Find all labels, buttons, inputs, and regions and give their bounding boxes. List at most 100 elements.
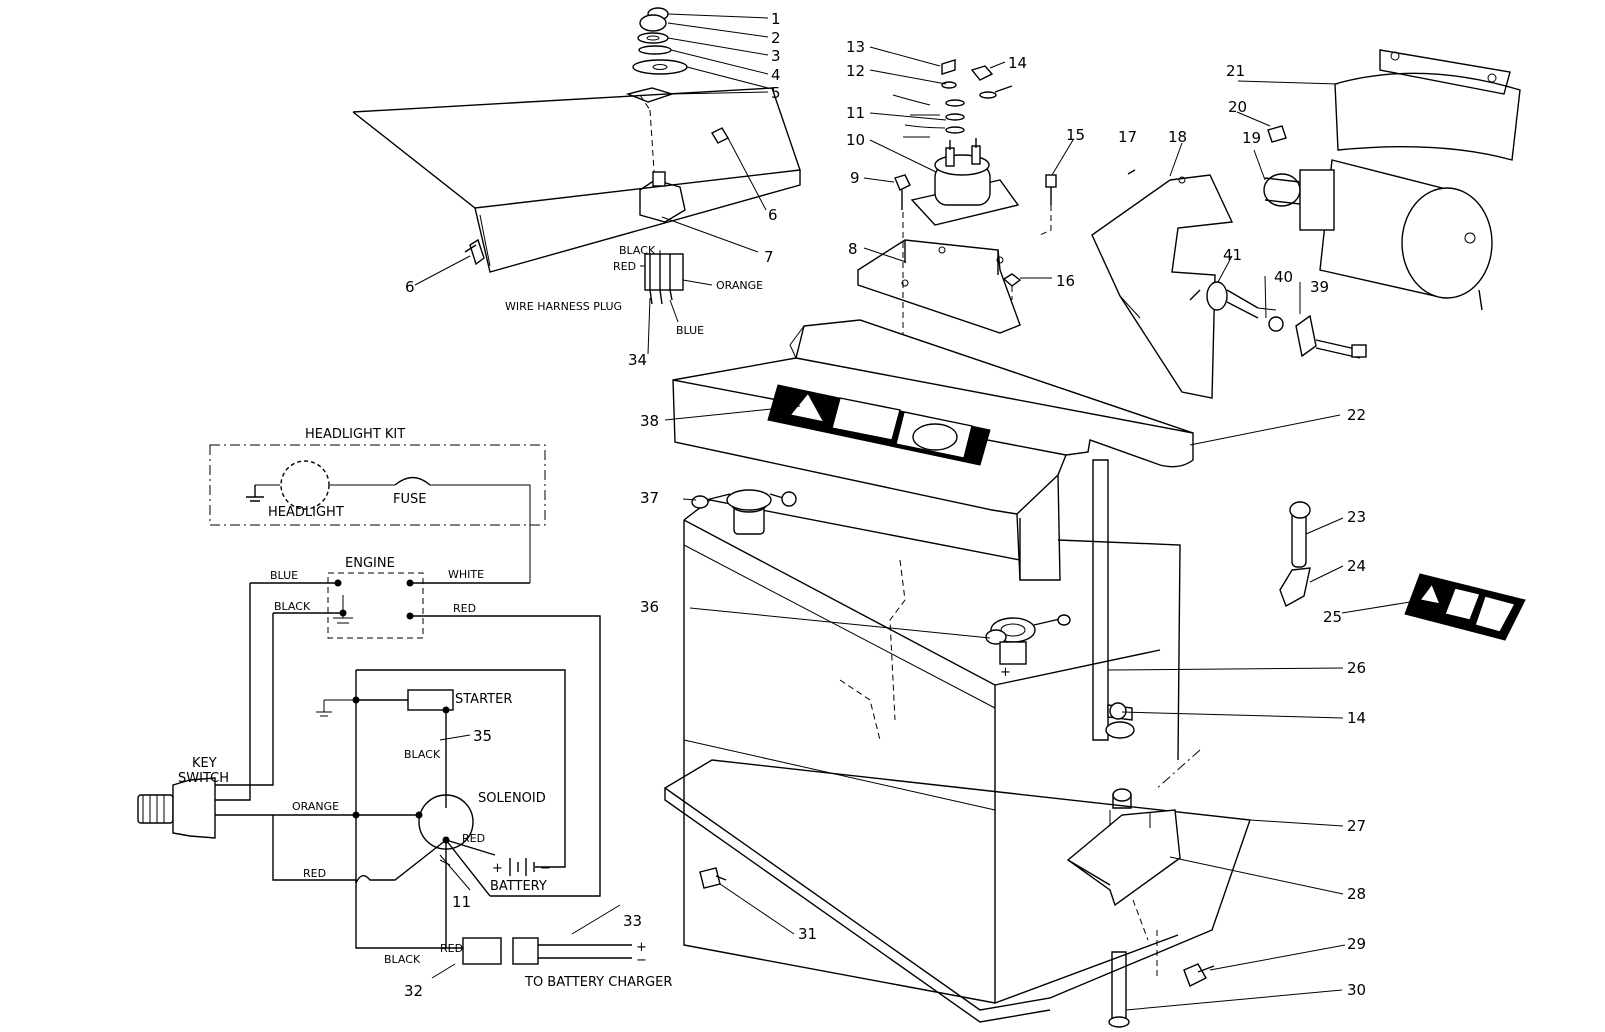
callout-13: 13 <box>846 38 865 56</box>
callout-8: 8 <box>848 240 858 258</box>
wire-black-label: BLACK <box>274 600 311 613</box>
callout-31: 31 <box>798 925 817 943</box>
plug-blue-label: BLUE <box>676 324 704 337</box>
battery-label: BATTERY <box>490 879 547 894</box>
callout-37: 37 <box>640 489 659 507</box>
callout-18: 18 <box>1168 128 1187 146</box>
plug-red-label: RED <box>613 260 636 273</box>
callout-30: 30 <box>1347 981 1366 999</box>
key-label: KEY <box>192 756 217 771</box>
wire-white-label: WHITE <box>448 568 484 581</box>
battery-positive-mark: + <box>1000 665 1011 680</box>
headlight-label: HEADLIGHT <box>268 505 344 520</box>
wire-blue-label: BLUE <box>270 569 298 582</box>
battery-minus-label: − <box>540 861 551 876</box>
callout-10: 10 <box>846 131 865 149</box>
callout-12: 12 <box>846 62 865 80</box>
warning-decal-25 <box>1404 573 1526 641</box>
solenoid-label: SOLENOID <box>478 791 546 806</box>
wire-black-starter-label: BLACK <box>404 748 441 761</box>
callout-14-lower: 14 <box>1347 709 1366 727</box>
callout-35: 35 <box>473 727 492 745</box>
headlight-kit-label: HEADLIGHT KIT <box>305 427 405 442</box>
callout-11: 11 <box>846 104 865 122</box>
callout-26: 26 <box>1347 659 1366 677</box>
callout-1: 1 <box>771 10 781 28</box>
callout-numbers: 1 2 3 4 5 6 6 7 8 9 10 11 12 13 14 15 16… <box>404 10 1366 1000</box>
warning-decal-38 <box>767 384 991 466</box>
wire-harness-plug-34 <box>644 253 684 305</box>
callout-11-schematic: 11 <box>452 893 471 911</box>
wire-black-charger-label: BLACK <box>384 953 421 966</box>
callout-28: 28 <box>1347 885 1366 903</box>
bolts-29-30-31 <box>699 867 1215 1028</box>
solenoid-bracket-8 <box>857 239 1021 334</box>
callout-6-upper: 6 <box>768 206 778 224</box>
plug-orange-label: ORANGE <box>716 279 763 292</box>
wire-red-charger-label: RED <box>440 942 463 955</box>
callout-27: 27 <box>1347 817 1366 835</box>
callout-38: 38 <box>640 412 659 430</box>
callout-40: 40 <box>1274 268 1293 286</box>
battery-tray-27 <box>663 749 1251 1023</box>
callout-24: 24 <box>1347 557 1366 575</box>
solenoid-10 <box>910 138 1020 226</box>
engine-box <box>215 572 601 897</box>
tube-23-24 <box>1279 501 1311 608</box>
wire-red-key-label: RED <box>303 867 326 880</box>
callout-4: 4 <box>771 66 781 84</box>
callout-15: 15 <box>1066 126 1085 144</box>
starter-terminal-39-41 <box>1189 281 1367 359</box>
charger-minus-label: − <box>636 953 647 968</box>
battery <box>683 499 1181 1004</box>
callout-23: 23 <box>1347 508 1366 526</box>
callout-6-lower: 6 <box>405 278 415 296</box>
wire-red-label: RED <box>453 602 476 615</box>
callout-20: 20 <box>1228 98 1247 116</box>
hold-down-rod-26 <box>1092 459 1135 741</box>
callout-5: 5 <box>771 84 781 102</box>
plug-labels: BLACK RED ORANGE BLUE WIRE HARNESS PLUG <box>505 244 763 337</box>
callout-14-top: 14 <box>1008 54 1027 72</box>
callout-17: 17 <box>1118 128 1137 146</box>
leader-lines <box>414 13 1411 1011</box>
callout-7: 7 <box>764 248 774 266</box>
panel-clip-6 <box>464 238 485 266</box>
callout-22: 22 <box>1347 406 1366 424</box>
charger-connectors-32-33 <box>431 734 632 979</box>
starter-label: STARTER <box>455 692 512 707</box>
wire-orange-label: ORANGE <box>292 800 339 813</box>
battery-terminals <box>691 489 1071 665</box>
starter-bracket-18 <box>1091 169 1234 399</box>
charger-label: TO BATTERY CHARGER <box>524 975 672 990</box>
bolts-9-15 <box>894 174 1057 287</box>
callout-41: 41 <box>1223 246 1242 264</box>
callout-9: 9 <box>850 169 860 187</box>
solenoid-hardware <box>892 59 1013 138</box>
charger-plus-label: + <box>636 940 647 955</box>
fuse-label: FUSE <box>393 492 426 507</box>
callout-34: 34 <box>628 351 647 369</box>
callout-25: 25 <box>1323 608 1342 626</box>
callout-21: 21 <box>1226 62 1245 80</box>
starter-circuit <box>215 669 566 949</box>
switch-label: SWITCH <box>178 771 229 786</box>
key-switch-symbol <box>137 777 216 839</box>
headlight-kit-box <box>209 444 546 583</box>
callout-2: 2 <box>771 29 781 47</box>
starter-shield-21 <box>1334 49 1521 161</box>
schematic-labels: HEADLIGHT KIT HEADLIGHT FUSE ENGINE BLUE… <box>178 427 1011 990</box>
wire-red-battery-label: RED <box>462 832 485 845</box>
callout-3: 3 <box>771 47 781 65</box>
engine-label: ENGINE <box>345 556 395 571</box>
callout-33: 33 <box>623 912 642 930</box>
callout-36: 36 <box>640 598 659 616</box>
battery-plus-label: + <box>492 861 503 876</box>
plug-black-label: BLACK <box>619 244 656 257</box>
callout-16: 16 <box>1056 272 1075 290</box>
starter-motor-19 <box>1263 125 1493 311</box>
callout-19: 19 <box>1242 129 1261 147</box>
callout-32: 32 <box>404 982 423 1000</box>
callout-39: 39 <box>1310 278 1329 296</box>
